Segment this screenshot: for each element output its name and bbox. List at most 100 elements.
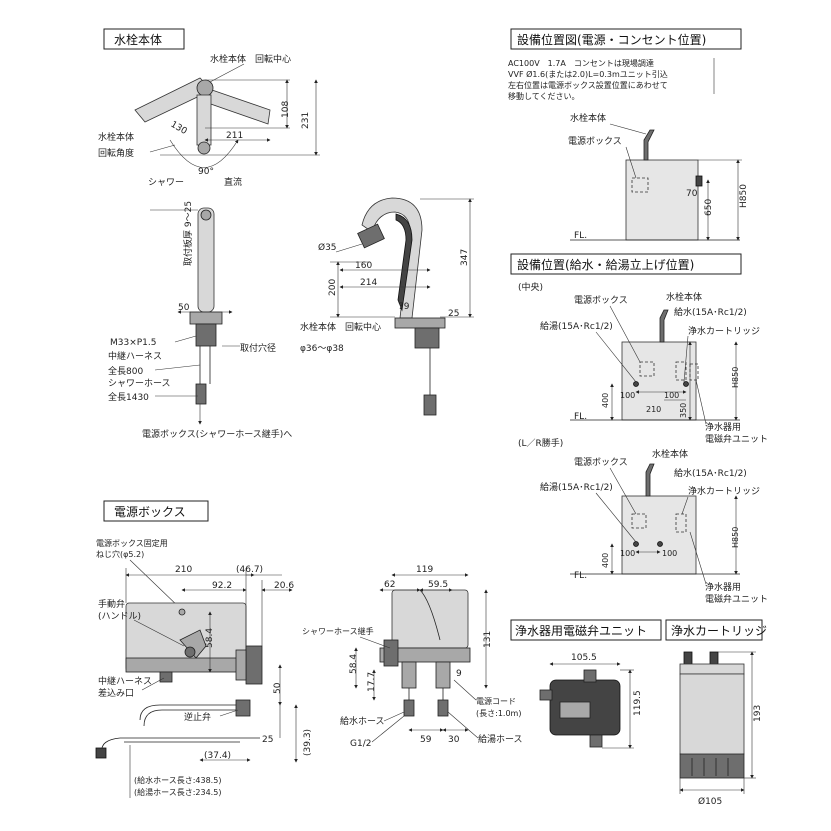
svg-text:79: 79 xyxy=(398,302,410,312)
svg-text:100: 100 xyxy=(620,391,635,400)
svg-text:130: 130 xyxy=(169,120,189,137)
svg-text:105.5: 105.5 xyxy=(571,653,597,663)
svg-text:電磁弁ユニット: 電磁弁ユニット xyxy=(705,433,768,445)
svg-text:(46.7): (46.7) xyxy=(236,565,263,575)
svg-text:193: 193 xyxy=(753,705,763,722)
svg-text:50: 50 xyxy=(178,303,190,313)
title-cartridge: 浄水カートリッジ xyxy=(665,619,767,641)
svg-text:650: 650 xyxy=(704,199,714,216)
svg-text:FL.: FL. xyxy=(574,571,587,581)
svg-text:H850: H850 xyxy=(731,527,740,548)
svg-text:電源ボックス固定用: 電源ボックス固定用 xyxy=(96,538,168,548)
install-power-view: AC100V 1.7A コンセントは現場調達 VVF Ø1.6(または2.0)L… xyxy=(508,58,749,241)
svg-text:全長1430: 全長1430 xyxy=(108,391,149,403)
svg-text:92.2: 92.2 xyxy=(212,581,232,591)
svg-text:電源ボックス(シャワーホース継手)へ: 電源ボックス(シャワーホース継手)へ xyxy=(142,428,292,440)
svg-text:給湯ホース: 給湯ホース xyxy=(478,733,523,745)
svg-text:231: 231 xyxy=(301,112,311,129)
svg-text:200: 200 xyxy=(328,279,338,296)
svg-text:100: 100 xyxy=(664,391,679,400)
svg-text:25: 25 xyxy=(262,735,273,745)
svg-text:160: 160 xyxy=(355,261,372,271)
svg-text:(中央): (中央) xyxy=(518,281,543,293)
svg-text:(ハンドル): (ハンドル) xyxy=(98,612,141,622)
valve-unit-drawing: 105.5 119.5 xyxy=(539,653,643,749)
svg-text:シャワーホース: シャワーホース xyxy=(108,378,171,389)
svg-text:17.7: 17.7 xyxy=(367,672,377,692)
svg-text:浄水器用電磁弁ユニット: 浄水器用電磁弁ユニット xyxy=(515,623,647,638)
svg-text:AC100V 1.7A コンセントは現場調達: AC100V 1.7A コンセントは現場調達 xyxy=(508,58,654,68)
svg-text:M33×P1.5: M33×P1.5 xyxy=(110,338,157,348)
svg-text:210: 210 xyxy=(646,405,661,414)
svg-text:(39.3): (39.3) xyxy=(303,729,313,756)
svg-text:119.5: 119.5 xyxy=(633,690,643,716)
svg-text:62: 62 xyxy=(384,580,395,590)
svg-text:設備位置(給水・給湯立上げ位置): 設備位置(給水・給湯立上げ位置) xyxy=(517,257,694,272)
svg-text:左右位置は電源ボックス設置位置にあわせて: 左右位置は電源ボックス設置位置にあわせて xyxy=(508,80,668,90)
svg-text:取付板厚 9～25: 取付板厚 9～25 xyxy=(182,201,194,266)
svg-text:給水(15A･Rc1/2): 給水(15A･Rc1/2) xyxy=(674,306,747,318)
svg-text:214: 214 xyxy=(360,278,377,288)
svg-text:浄水器用: 浄水器用 xyxy=(705,421,741,433)
svg-text:VVF Ø1.6(または2.0)L=0.3mユニット引込: VVF Ø1.6(または2.0)L=0.3mユニット引込 xyxy=(508,69,668,79)
svg-text:浄水カートリッジ: 浄水カートリッジ xyxy=(688,325,760,337)
svg-text:100: 100 xyxy=(662,549,677,558)
svg-text:108: 108 xyxy=(281,101,291,118)
svg-text:電源ボックス: 電源ボックス xyxy=(574,457,628,468)
svg-text:全長800: 全長800 xyxy=(108,365,143,377)
power-box-front: 電源ボックス固定用 ねじ穴(φ5.2) 210 (46.7) 92.2 20.6 xyxy=(95,538,313,798)
svg-text:給水ホース: 給水ホース xyxy=(340,715,385,727)
svg-text:中継ハーネス: 中継ハーネス xyxy=(98,675,152,687)
svg-text:100: 100 xyxy=(620,549,635,558)
svg-text:Ø35: Ø35 xyxy=(318,242,337,253)
svg-text:(37.4): (37.4) xyxy=(204,751,231,761)
svg-text:逆止弁: 逆止弁 xyxy=(184,711,211,723)
svg-text:給湯(15A･Rc1/2): 給湯(15A･Rc1/2) xyxy=(540,320,613,332)
title-install-water: 設備位置(給水・給湯立上げ位置) xyxy=(510,253,742,275)
svg-text:シャワー: シャワー xyxy=(148,178,184,188)
svg-text:211: 211 xyxy=(226,131,243,141)
power-box-side: 119 62 59.5 シャワーホース継手 131 58.4 17.7 9 電源… xyxy=(302,565,523,749)
faucet-side-view: Ø35 160 214 200 347 79 25 水栓本体 回転中心 xyxy=(300,197,474,416)
svg-text:水栓本体: 水栓本体 xyxy=(652,448,688,460)
svg-text:水栓本体 回転中心: 水栓本体 回転中心 xyxy=(300,321,381,333)
svg-text:58.4: 58.4 xyxy=(205,628,215,648)
svg-text:手動弁: 手動弁 xyxy=(98,598,125,610)
svg-text:25: 25 xyxy=(448,309,459,319)
svg-text:400: 400 xyxy=(601,553,610,568)
svg-text:(給水ホース長さ:438.5): (給水ホース長さ:438.5) xyxy=(134,775,221,785)
svg-text:水栓本体: 水栓本体 xyxy=(570,112,606,124)
svg-text:回転角度: 回転角度 xyxy=(98,147,134,159)
svg-text:FL.: FL. xyxy=(574,412,587,422)
svg-text:59: 59 xyxy=(420,735,432,745)
svg-text:水栓本体 回転中心: 水栓本体 回転中心 xyxy=(210,53,291,65)
svg-text:59.5: 59.5 xyxy=(428,580,448,590)
svg-text:347: 347 xyxy=(460,249,470,266)
svg-text:中継ハーネス: 中継ハーネス xyxy=(108,350,162,362)
svg-text:(長さ:1.0m): (長さ:1.0m) xyxy=(476,709,521,718)
svg-text:H850: H850 xyxy=(739,184,749,208)
svg-text:FL.: FL. xyxy=(574,231,587,241)
svg-text:20.6: 20.6 xyxy=(274,581,294,591)
svg-text:58.4: 58.4 xyxy=(349,654,359,674)
svg-text:電磁弁ユニット: 電磁弁ユニット xyxy=(705,593,768,605)
svg-text:H850: H850 xyxy=(731,367,740,388)
svg-text:Ø105: Ø105 xyxy=(698,796,722,807)
svg-text:70: 70 xyxy=(686,189,698,199)
svg-text:30: 30 xyxy=(448,735,460,745)
svg-text:浄水カートリッジ: 浄水カートリッジ xyxy=(688,485,760,497)
svg-text:210: 210 xyxy=(175,565,192,575)
title-valve-unit: 浄水器用電磁弁ユニット xyxy=(510,619,662,641)
install-water-lr: (L／R勝手) 電源ボックス 水栓本体 給水(15A･Rc1/2) 給湯(15A… xyxy=(518,437,768,605)
svg-text:50: 50 xyxy=(273,682,283,694)
svg-text:131: 131 xyxy=(483,631,493,648)
faucet-top-view: 水栓本体 回転中心 108 231 211 130 水栓本体 回転角度 90° … xyxy=(98,53,320,188)
svg-text:給水(15A･Rc1/2): 給水(15A･Rc1/2) xyxy=(674,467,747,479)
svg-text:直流: 直流 xyxy=(224,176,242,188)
svg-text:取付穴径: 取付穴径 xyxy=(240,342,276,354)
svg-text:電源コード: 電源コード xyxy=(476,697,516,706)
install-water-center: (中央) 電源ボックス 水栓本体 給水(15A･Rc1/2) 給湯(15A･Rc… xyxy=(518,281,768,445)
svg-text:G1/2: G1/2 xyxy=(350,739,371,749)
title-faucet-body: 水栓本体 xyxy=(103,28,185,50)
svg-text:水栓本体: 水栓本体 xyxy=(98,131,134,143)
